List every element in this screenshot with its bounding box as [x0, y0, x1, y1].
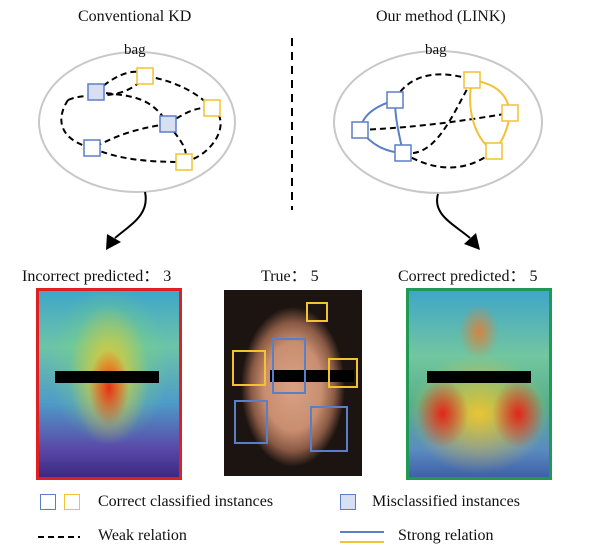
legend-misclassified-square-icon: [340, 494, 356, 510]
instance-yellow: [175, 153, 193, 171]
caption-correct-predicted: Correct predicted： 5: [398, 268, 538, 285]
eye-mask-bar: [270, 370, 354, 382]
caption-incorrect-predicted: Incorrect predicted： 3: [22, 268, 172, 285]
bag-ellipse-left: [38, 51, 236, 193]
arrow-left: [114, 191, 147, 239]
instance-yellow: [501, 104, 519, 122]
instance-yellow: [463, 71, 481, 89]
bag-diagrams: [38, 38, 543, 250]
eye-mask-bar: [427, 371, 531, 383]
instance-yellow: [203, 99, 221, 117]
instance-box-yellow: [306, 302, 328, 322]
weak-relations-right: [359, 73, 511, 169]
instance-box-blue: [310, 406, 348, 452]
instance-blue: [386, 91, 404, 109]
instance-misclassified: [87, 83, 105, 101]
instance-box-yellow: [232, 350, 266, 386]
instance-blue: [351, 121, 369, 139]
eye-mask-bar: [55, 371, 159, 383]
instance-box-blue: [234, 400, 268, 444]
instance-box-yellow: [328, 358, 358, 388]
caption-true: True： 5: [261, 268, 319, 285]
title-our-method: Our method (LINK): [376, 8, 506, 25]
bag-label-right: bag: [425, 42, 447, 58]
legend-strong-label: Strong relation: [398, 527, 494, 544]
heatmap-link: [406, 288, 552, 480]
heatmap-image: [39, 291, 179, 477]
face-image: [224, 290, 362, 476]
instance-blue: [394, 144, 412, 162]
title-conventional-kd: Conventional KD: [78, 8, 192, 25]
instance-blue: [83, 139, 101, 157]
face-photo-true: [224, 290, 362, 476]
arrow-left-head: [106, 234, 121, 250]
instance-misclassified: [159, 115, 177, 133]
heatmap-conventional-kd: [36, 288, 182, 480]
heatmap-image: [409, 291, 549, 477]
arrow-right: [436, 193, 471, 239]
bag-ellipse-right: [333, 50, 543, 194]
bag-label-left: bag: [124, 42, 146, 58]
legend-blue-square-icon: [40, 494, 56, 510]
arrow-right-head: [464, 233, 480, 250]
legend-weak-label: Weak relation: [98, 527, 187, 544]
legend-correct-label: Correct classified instances: [98, 493, 274, 510]
legend-misclassified-label: Misclassified instances: [372, 493, 520, 510]
legend-yellow-square-icon: [64, 494, 80, 510]
instance-yellow: [485, 142, 503, 160]
instance-box-blue: [272, 338, 306, 394]
instance-yellow: [136, 67, 154, 85]
